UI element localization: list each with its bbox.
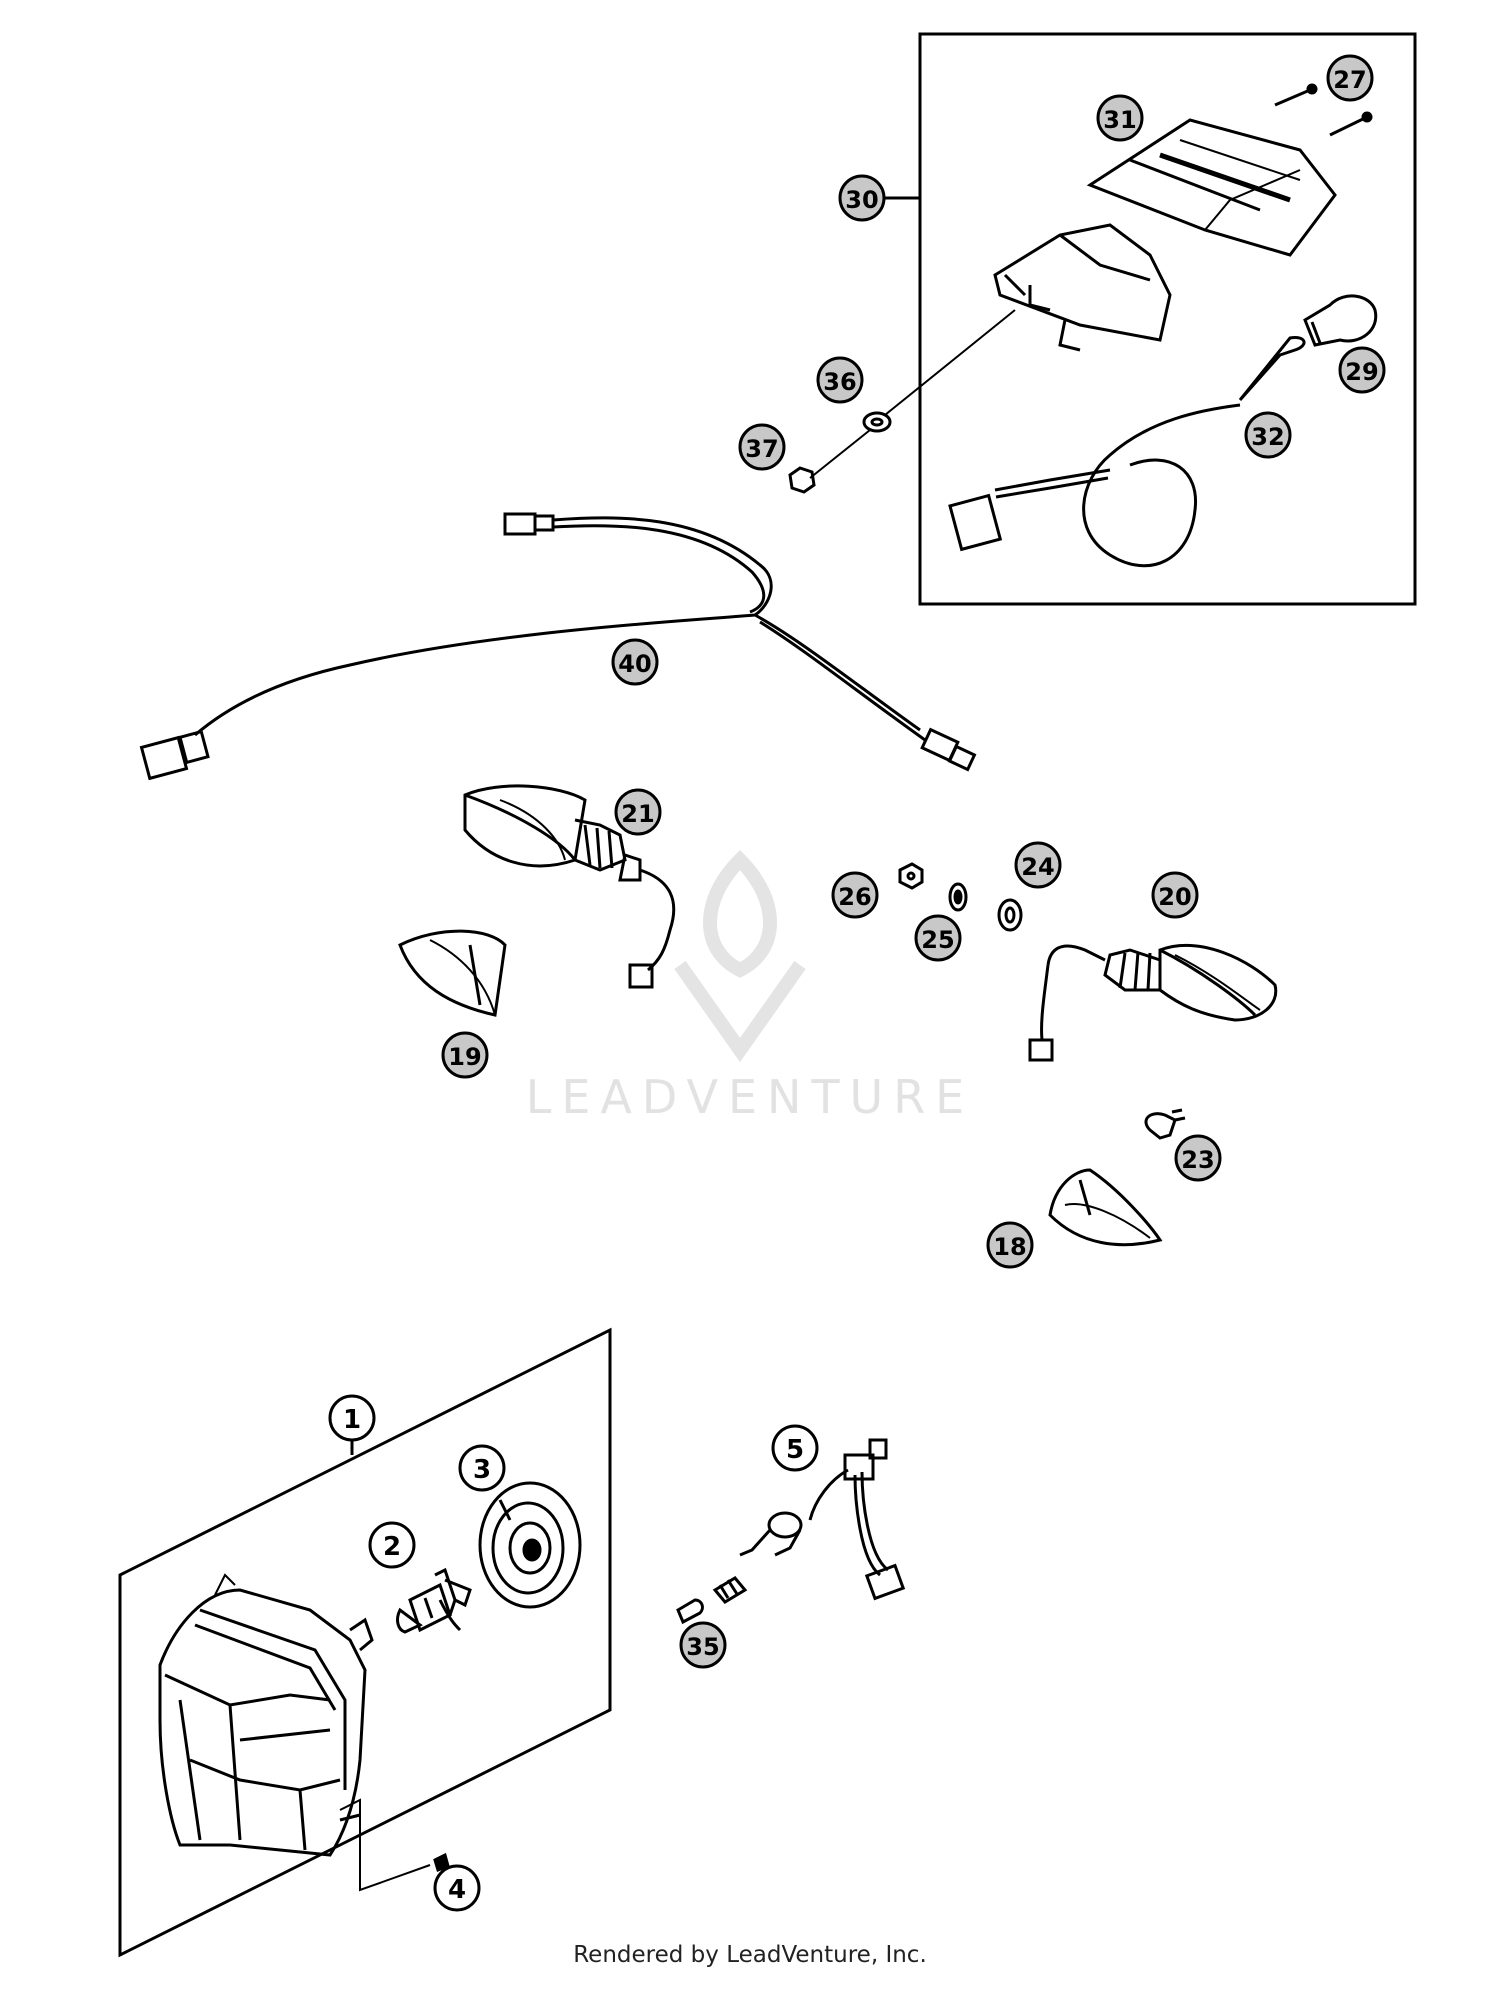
svg-text:4: 4 bbox=[448, 1875, 466, 1905]
callout-1[interactable]: 1 bbox=[328, 1394, 376, 1442]
headlight-bulb[interactable] bbox=[396, 1567, 472, 1634]
svg-text:35: 35 bbox=[686, 1633, 719, 1661]
callout-37[interactable]: 37 bbox=[738, 423, 786, 471]
svg-text:36: 36 bbox=[823, 368, 856, 396]
washer-24[interactable] bbox=[997, 898, 1023, 932]
bulb-cover[interactable] bbox=[478, 1481, 582, 1609]
lens-right[interactable] bbox=[1048, 1168, 1163, 1247]
svg-text:24: 24 bbox=[1021, 853, 1054, 881]
turn-signal-right[interactable] bbox=[1028, 944, 1278, 1062]
turn-signal-left[interactable] bbox=[463, 784, 676, 989]
svg-text:19: 19 bbox=[448, 1043, 481, 1071]
watermark-logo bbox=[674, 850, 806, 1063]
callout-26[interactable]: 26 bbox=[831, 871, 879, 919]
svg-text:5: 5 bbox=[786, 1435, 804, 1465]
callout-27[interactable]: 27 bbox=[1326, 54, 1374, 102]
svg-text:2: 2 bbox=[383, 1532, 401, 1562]
tail-light-housing[interactable] bbox=[993, 223, 1172, 352]
headlight-screw[interactable] bbox=[433, 1852, 450, 1873]
callout-2[interactable]: 2 bbox=[368, 1521, 416, 1569]
svg-text:29: 29 bbox=[1345, 358, 1378, 386]
svg-text:3: 3 bbox=[473, 1455, 491, 1485]
callout-35[interactable]: 35 bbox=[679, 1621, 727, 1669]
callout-23[interactable]: 23 bbox=[1174, 1134, 1222, 1182]
callout-19[interactable]: 19 bbox=[441, 1031, 489, 1079]
tail-light-kit-group bbox=[885, 32, 1417, 606]
svg-text:23: 23 bbox=[1181, 1146, 1214, 1174]
callout-18[interactable]: 18 bbox=[986, 1221, 1034, 1269]
indicator-bulb[interactable] bbox=[1144, 1108, 1186, 1140]
parking-bulb[interactable] bbox=[676, 1576, 748, 1625]
callout-40[interactable]: 40 bbox=[611, 638, 659, 686]
mount-bolt-leaders bbox=[809, 309, 1016, 479]
washer-36[interactable] bbox=[862, 411, 892, 433]
svg-text:21: 21 bbox=[621, 800, 654, 828]
svg-text:32: 32 bbox=[1251, 423, 1284, 451]
svg-text:26: 26 bbox=[838, 883, 871, 911]
callout-32[interactable]: 32 bbox=[1244, 411, 1292, 459]
headlight-kit-outline bbox=[118, 1327, 612, 1958]
tail-light-lens[interactable] bbox=[1086, 118, 1337, 257]
svg-text:18: 18 bbox=[993, 1233, 1026, 1261]
parking-light-socket-harness[interactable] bbox=[739, 1438, 906, 1601]
svg-text:31: 31 bbox=[1103, 106, 1136, 134]
callout-30[interactable]: 30 bbox=[838, 174, 886, 222]
screws[interactable] bbox=[1274, 83, 1373, 137]
watermark-text: LEADVENTURE bbox=[525, 1070, 975, 1124]
tail-bulb[interactable] bbox=[1303, 294, 1378, 347]
callout-3[interactable]: 3 bbox=[458, 1444, 506, 1492]
callout-25[interactable]: 25 bbox=[914, 914, 962, 962]
nut-26[interactable] bbox=[898, 862, 924, 890]
svg-text:30: 30 bbox=[845, 186, 878, 214]
svg-text:1: 1 bbox=[343, 1405, 361, 1435]
lens-left[interactable] bbox=[398, 929, 507, 1017]
callout-21[interactable]: 21 bbox=[614, 788, 662, 836]
headlight-housing[interactable] bbox=[158, 1573, 374, 1857]
washer-25[interactable] bbox=[948, 882, 968, 912]
footer-credit: Rendered by LeadVenture, Inc. bbox=[573, 1942, 927, 1968]
svg-text:25: 25 bbox=[921, 926, 954, 954]
headlight-adjust-leader bbox=[339, 1798, 431, 1892]
callout-5[interactable]: 5 bbox=[771, 1424, 819, 1472]
callout-4[interactable]: 4 bbox=[433, 1864, 481, 1912]
svg-text:37: 37 bbox=[745, 435, 778, 463]
callout-20[interactable]: 20 bbox=[1151, 871, 1199, 919]
callout-36[interactable]: 36 bbox=[816, 356, 864, 404]
svg-text:40: 40 bbox=[618, 650, 651, 678]
turn-signal-harness[interactable] bbox=[139, 512, 977, 781]
kit-box-frame bbox=[918, 32, 1417, 606]
callout-29[interactable]: 29 bbox=[1338, 346, 1386, 394]
nut-37[interactable] bbox=[788, 466, 816, 494]
callout-24[interactable]: 24 bbox=[1014, 841, 1062, 889]
tail-light-wiring[interactable] bbox=[948, 335, 1306, 568]
svg-text:20: 20 bbox=[1158, 883, 1191, 911]
callout-31[interactable]: 31 bbox=[1096, 94, 1144, 142]
svg-text:27: 27 bbox=[1333, 66, 1366, 94]
